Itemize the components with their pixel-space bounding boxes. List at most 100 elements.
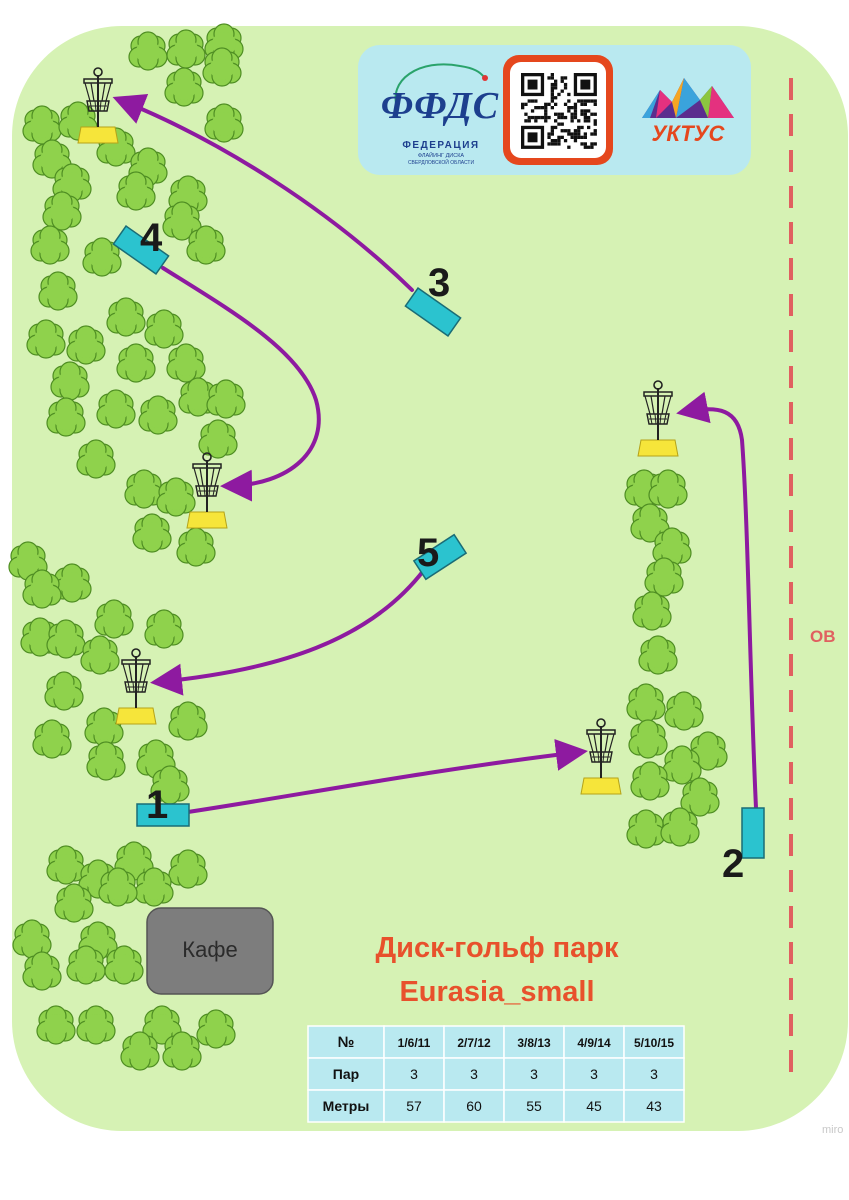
tree-icon bbox=[76, 439, 116, 479]
tree-icon bbox=[66, 945, 106, 985]
uktus-logo: УКТУС bbox=[642, 78, 734, 146]
tree-icon bbox=[120, 1031, 160, 1071]
table-cell bbox=[563, 1089, 625, 1123]
park-area bbox=[12, 26, 848, 1131]
tree-icon bbox=[206, 379, 246, 419]
tree-icon bbox=[204, 103, 244, 143]
tree-icon bbox=[46, 619, 86, 659]
tree-icon bbox=[76, 1005, 116, 1045]
table-cell bbox=[443, 1057, 505, 1091]
tree-icon bbox=[652, 527, 692, 567]
tree-icon bbox=[664, 691, 704, 731]
tee-pad-icon[interactable] bbox=[112, 225, 170, 275]
cafe-label: Кафе bbox=[182, 937, 237, 962]
table-header-cell: 4/9/14 bbox=[577, 1036, 611, 1050]
tee-pad-icon[interactable] bbox=[136, 803, 190, 827]
tree-icon bbox=[680, 777, 720, 817]
hole-number-5: 5 bbox=[417, 531, 439, 575]
tree-icon bbox=[662, 745, 702, 785]
hole-number-2: 2 bbox=[722, 842, 744, 886]
table-value-cell: 3 bbox=[590, 1066, 598, 1082]
tree-icon bbox=[54, 883, 94, 923]
table-value-cell: 45 bbox=[586, 1098, 602, 1114]
tee-pad-icon[interactable] bbox=[412, 533, 468, 581]
hole-number-4: 4 bbox=[140, 216, 163, 260]
tree-icon bbox=[178, 377, 218, 417]
tree-icon bbox=[96, 389, 136, 429]
hole-number-3: 3 bbox=[428, 261, 450, 305]
qr-code-icon[interactable] bbox=[503, 55, 613, 165]
tree-icon bbox=[648, 469, 688, 509]
fairway-5 bbox=[150, 568, 426, 696]
federation-line3: СВЕРДЛОВСКОЙ ОБЛАСТИ bbox=[408, 158, 475, 166]
tree-icon bbox=[50, 361, 90, 401]
tree-icon bbox=[628, 719, 668, 759]
tree-icon bbox=[52, 163, 92, 203]
table-value-cell: 3 bbox=[530, 1066, 538, 1082]
fairway-1 bbox=[186, 738, 588, 814]
table-cell bbox=[307, 1089, 385, 1123]
tree-icon bbox=[164, 67, 204, 107]
tree-icon bbox=[134, 867, 174, 907]
tee-pad-icon[interactable] bbox=[741, 807, 765, 859]
ffds-logo-text: ФФДС bbox=[381, 85, 499, 127]
federation-line2: ФЛАЙИНГ ДИСКА bbox=[418, 151, 465, 159]
table-cell bbox=[563, 1057, 625, 1091]
tree-icon bbox=[80, 635, 120, 675]
table-value-cell: 3 bbox=[410, 1066, 418, 1082]
course-title-line2: Eurasia_small bbox=[399, 976, 594, 1008]
table-value-cell: Метры bbox=[323, 1098, 370, 1114]
tree-icon bbox=[44, 671, 84, 711]
tree-icon bbox=[144, 309, 184, 349]
tree-icon bbox=[186, 225, 226, 265]
tree-icon bbox=[22, 951, 62, 991]
fairways bbox=[112, 94, 758, 814]
tree-icon bbox=[166, 29, 206, 69]
tee-pad-icon[interactable] bbox=[404, 287, 462, 337]
tree-icon bbox=[660, 807, 700, 847]
tree-icon bbox=[98, 867, 138, 907]
course-title-line1: Диск-гольф парк bbox=[375, 932, 619, 964]
tree-icon bbox=[114, 841, 154, 881]
tree-icon bbox=[144, 609, 184, 649]
tree-icon bbox=[26, 319, 66, 359]
table-value-cell: 43 bbox=[646, 1098, 662, 1114]
tree-icon bbox=[104, 945, 144, 985]
table-value-cell: 3 bbox=[470, 1066, 478, 1082]
tree-icon bbox=[630, 503, 670, 543]
ob-label: OB bbox=[810, 627, 836, 646]
tree-icon bbox=[632, 591, 672, 631]
tree-icon bbox=[162, 201, 202, 241]
table-value-cell: 60 bbox=[466, 1098, 482, 1114]
tree-icon bbox=[626, 683, 666, 723]
tree-icon bbox=[30, 225, 70, 265]
tree-icon bbox=[638, 635, 678, 675]
hole-number-1: 1 bbox=[146, 783, 168, 827]
table-value-cell: Пар bbox=[333, 1066, 359, 1082]
tree-icon bbox=[138, 395, 178, 435]
trees bbox=[8, 23, 728, 1071]
tree-icon bbox=[124, 469, 164, 509]
table-cell bbox=[563, 1025, 625, 1059]
tree-icon bbox=[630, 761, 670, 801]
tree-icon bbox=[116, 171, 156, 211]
tree-icon bbox=[128, 31, 168, 71]
fairway-4 bbox=[161, 266, 321, 502]
tree-icon bbox=[168, 849, 208, 889]
federation-line1: ФЕДЕРАЦИЯ bbox=[402, 140, 479, 151]
tree-icon bbox=[644, 557, 684, 597]
table-value-cell: 55 bbox=[526, 1098, 542, 1114]
tree-icon bbox=[166, 343, 206, 383]
tree-icon bbox=[46, 397, 86, 437]
header-panel: ФФДС ФЕДЕРАЦИЯ ФЛАЙИНГ ДИСКА СВЕРДЛОВСКО… bbox=[358, 45, 751, 175]
table-cell bbox=[503, 1025, 565, 1059]
table-cell bbox=[623, 1089, 685, 1123]
tree-icon bbox=[86, 741, 126, 781]
tree-icon bbox=[106, 297, 146, 337]
tree-icon bbox=[32, 139, 72, 179]
table-cell bbox=[383, 1089, 445, 1123]
tree-icon bbox=[150, 765, 190, 805]
table-header-cell: 5/10/15 bbox=[634, 1036, 674, 1050]
